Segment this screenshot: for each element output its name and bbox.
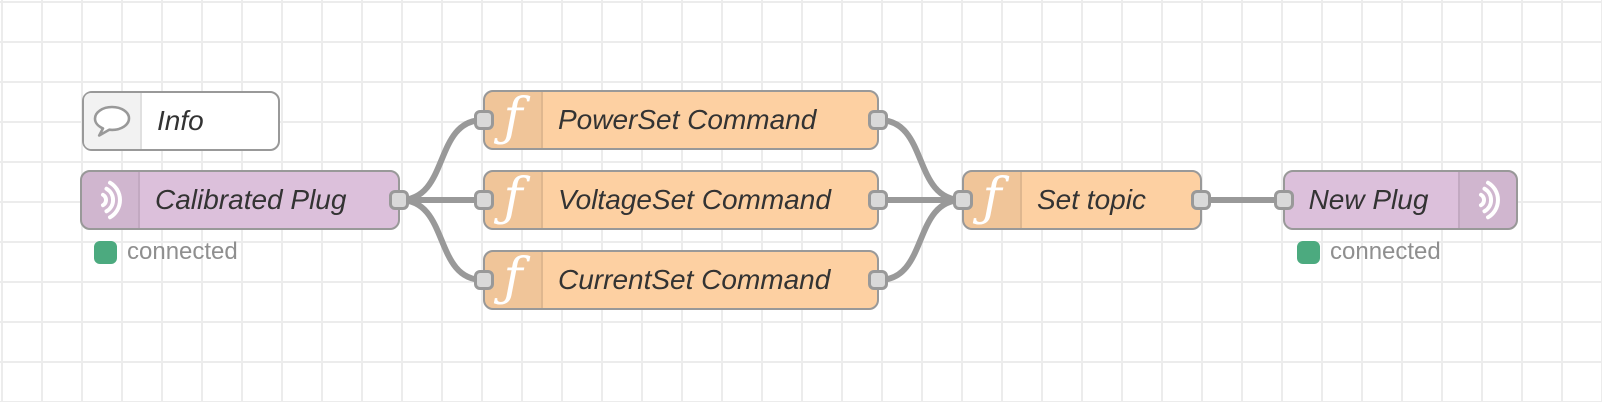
node-settopic-function[interactable]: ƒ Set topic bbox=[953, 170, 1211, 230]
wire-currentset-to-settopic[interactable] bbox=[876, 197, 965, 283]
node-powerset-function[interactable]: ƒ PowerSet Command bbox=[474, 90, 888, 150]
node-calibrated-plug[interactable]: Calibrated Plug bbox=[80, 170, 409, 230]
port-input-voltageset[interactable] bbox=[474, 190, 494, 210]
function-icon: ƒ bbox=[485, 172, 543, 228]
node-info-comment[interactable]: Info bbox=[82, 91, 280, 151]
node-currentset-function[interactable]: ƒ CurrentSet Command bbox=[474, 250, 888, 310]
signal-arcs-icon bbox=[82, 172, 140, 228]
status-green-dot bbox=[94, 240, 117, 264]
status-green-dot bbox=[1297, 240, 1320, 264]
node-label: PowerSet Command bbox=[558, 104, 817, 135]
port-output-calibrated-plug[interactable] bbox=[389, 190, 409, 210]
node-new-plug[interactable]: New Plug bbox=[1274, 170, 1518, 230]
node-voltageset-function[interactable]: ƒ VoltageSet Command bbox=[474, 170, 888, 230]
wire-powerset-to-settopic[interactable] bbox=[876, 117, 965, 203]
node-label: Calibrated Plug bbox=[155, 184, 347, 215]
port-input-new-plug[interactable] bbox=[1274, 190, 1294, 210]
status-calibrated-plug: connected bbox=[94, 238, 238, 266]
function-icon: ƒ bbox=[964, 172, 1022, 228]
node-label: New Plug bbox=[1308, 184, 1429, 215]
wire-calibrated-to-currentset[interactable] bbox=[397, 197, 486, 283]
node-label: VoltageSet Command bbox=[558, 184, 831, 215]
node-label: CurrentSet Command bbox=[558, 264, 831, 295]
function-icon: ƒ bbox=[485, 252, 543, 308]
status-label: connected bbox=[1330, 238, 1441, 265]
status-new-plug: connected bbox=[1297, 238, 1441, 266]
node-label: Set topic bbox=[1037, 184, 1146, 215]
wire-calibrated-to-powerset[interactable] bbox=[397, 117, 486, 203]
speech-bubble-icon bbox=[84, 93, 142, 149]
port-input-powerset[interactable] bbox=[474, 110, 494, 130]
signal-arcs-icon bbox=[1458, 172, 1516, 228]
port-input-settopic[interactable] bbox=[953, 190, 973, 210]
port-input-currentset[interactable] bbox=[474, 270, 494, 290]
function-icon: ƒ bbox=[485, 92, 543, 148]
status-label: connected bbox=[127, 238, 238, 265]
node-label: Info bbox=[157, 105, 204, 136]
port-output-voltageset[interactable] bbox=[868, 190, 888, 210]
port-output-settopic[interactable] bbox=[1191, 190, 1211, 210]
port-output-powerset[interactable] bbox=[868, 110, 888, 130]
port-output-currentset[interactable] bbox=[868, 270, 888, 290]
